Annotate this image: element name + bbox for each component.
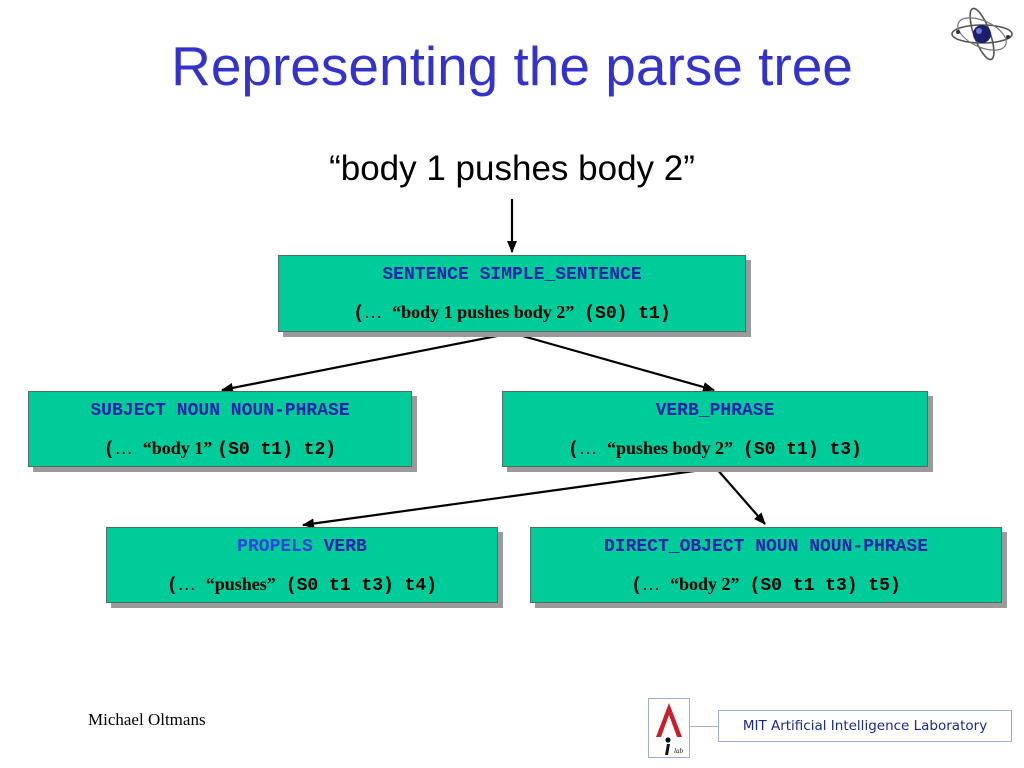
node-direct-object-label: DIRECT_OBJECT NOUN NOUN-PHRASE <box>603 537 929 557</box>
phrase: “body 1” <box>142 438 213 458</box>
open-paren: ( <box>631 576 642 596</box>
node-verb-phrase: VERB_PHRASE (… “pushes body 2” (S0 t1) t… <box>502 391 928 467</box>
node-verb: PROPELS VERB (… “pushes” (S0 t1 t3) t4) <box>106 527 498 603</box>
open-paren: ( <box>353 304 365 324</box>
node-subject-label: SUBJECT NOUN NOUN-PHRASE <box>90 401 350 421</box>
phrase: “pushes body 2” <box>606 438 734 458</box>
node-direct-object: DIRECT_OBJECT NOUN NOUN-PHRASE (… “body … <box>530 527 1002 603</box>
edge-vp-to-verb <box>302 466 717 529</box>
propels-label: PROPELS <box>237 537 313 557</box>
ellipsis: … <box>578 438 597 458</box>
author-name: Michael Oltmans <box>88 710 206 729</box>
time-args: (S0 t1 t3) t5) <box>749 576 901 596</box>
phrase: “body 1 pushes body 2” <box>392 302 575 322</box>
time-args: (S0 t1) t3) <box>743 440 862 460</box>
node-subject: SUBJECT NOUN NOUN-PHRASE (… “body 1” (S0… <box>28 391 412 467</box>
atom-icon <box>951 7 1013 61</box>
phrase: “pushes” <box>205 574 276 594</box>
open-paren: ( <box>166 576 178 596</box>
edge-root-to-verb-phrase <box>511 331 715 392</box>
node-verb-phrase-args: (… “pushes body 2” (S0 t1) t3) <box>503 437 927 461</box>
node-direct-object-args: (… “body 2” (S0 t1 t3) t5) <box>531 573 1001 597</box>
node-subject-args: (… “body 1” (S0 t1) t2) <box>29 437 411 461</box>
node-sentence-label: SENTENCE SIMPLE_SENTENCE <box>382 265 642 285</box>
node-verb-label: PROPELS VERB <box>107 537 497 557</box>
ellipsis: … <box>364 302 383 322</box>
time-args: (S0 t1 t3) t4) <box>285 576 438 596</box>
node-sentence-args: (… “body 1 pushes body 2” (S0) t1) <box>279 301 745 325</box>
ellipsis: … <box>177 574 196 594</box>
node-verb-args: (… “pushes” (S0 t1 t3) t4) <box>107 573 497 597</box>
ellipsis: … <box>114 438 133 458</box>
ellipsis: … <box>642 574 660 594</box>
open-paren: ( <box>568 440 579 460</box>
node-verb-phrase-label: VERB_PHRASE <box>655 401 775 421</box>
edge-vp-to-direct-object <box>715 467 766 525</box>
open-paren: ( <box>103 440 115 460</box>
slide-title: Representing the parse tree <box>171 35 853 97</box>
verb-label: VERB <box>323 537 367 557</box>
logo-connector-line <box>689 726 718 727</box>
lab-name: MIT Artificial Intelligence Laboratory <box>718 710 1012 742</box>
ai-lab-logo-icon: lab <box>656 703 683 755</box>
phrase: “body 2” <box>670 574 740 594</box>
svg-text:lab: lab <box>674 747 683 755</box>
time-args: (S0) t1) <box>584 304 671 324</box>
time-args: (S0 t1) t2) <box>217 440 337 460</box>
node-sentence: SENTENCE SIMPLE_SENTENCE (… “body 1 push… <box>278 255 746 332</box>
ai-lab-logo: lab <box>648 698 690 758</box>
edge-root-to-subject <box>221 331 513 393</box>
input-sentence: “body 1 pushes body 2” <box>329 149 695 188</box>
